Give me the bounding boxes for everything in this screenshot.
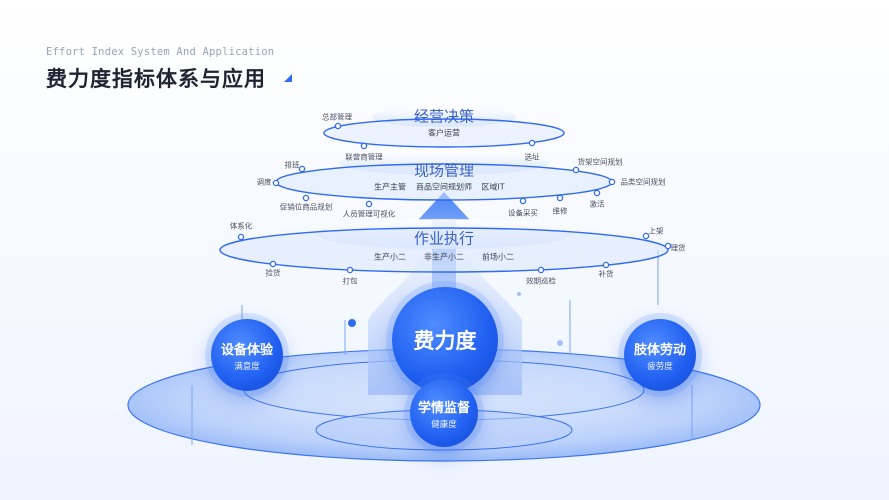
node-label: 效期巡检 xyxy=(526,276,556,286)
tier-mid-sub: 区域IT xyxy=(481,182,505,192)
deco-dot xyxy=(517,292,521,296)
tier-top-ring xyxy=(323,118,565,148)
tier-top-title: 经营决策 xyxy=(413,107,475,126)
node-label: 补货 xyxy=(598,269,614,279)
node-label: 设备采买 xyxy=(508,208,538,218)
bottom-bubble-sub: 健康度 xyxy=(431,418,457,429)
node-label: 维修 xyxy=(552,206,568,216)
node-dot xyxy=(365,200,373,208)
node-dot xyxy=(664,242,672,250)
deco-dot xyxy=(348,319,356,327)
tier-mid-title: 现场管理 xyxy=(413,161,475,180)
node-dot xyxy=(269,260,277,268)
node-label: 人员管理可视化 xyxy=(342,209,396,219)
node-label: 激活 xyxy=(589,199,605,209)
node-label: 理货 xyxy=(670,243,686,253)
node-label: 体系化 xyxy=(229,221,253,231)
node-dot xyxy=(528,139,536,147)
right-bubble-title: 肢体劳动 xyxy=(633,342,686,358)
node-label: 排班 xyxy=(284,160,300,170)
node-dot xyxy=(519,197,527,205)
node-label: 上架 xyxy=(648,226,664,236)
node-dot xyxy=(602,261,610,269)
left-bubble: 设备体验 满意度 xyxy=(211,319,283,391)
node-label: 促销位商品规划 xyxy=(279,202,333,212)
node-dot xyxy=(537,266,545,274)
page-title: 费力度指标体系与应用 xyxy=(46,68,266,91)
node-label: 货架空间规划 xyxy=(577,157,623,167)
node-dot xyxy=(346,266,354,274)
node-dot xyxy=(642,232,650,240)
node-dot xyxy=(360,142,368,150)
node-dot xyxy=(334,122,342,130)
tier-low-sub: 生产小二 xyxy=(374,252,406,262)
node-dot xyxy=(593,189,601,197)
node-dot xyxy=(608,178,616,186)
tier-low-sub: 前场小二 xyxy=(482,252,514,262)
node-label: 总部管理 xyxy=(322,112,352,122)
right-bubble-sub: 疲劳度 xyxy=(647,360,673,371)
node-label: 品类空间规划 xyxy=(620,177,666,187)
bottom-bubble-title: 学情监督 xyxy=(417,400,470,416)
tier-low-sub: 非生产小二 xyxy=(424,252,464,262)
page-subtitle: Effort Index System And Application xyxy=(46,46,275,58)
tier-mid-sub: 生产主管 xyxy=(374,182,406,192)
node-dot xyxy=(572,166,580,174)
tier-low-title: 作业执行 xyxy=(413,229,475,248)
tier-low-ring xyxy=(219,227,669,273)
tier-mid-sub: 商品空间规划师 xyxy=(416,182,472,192)
right-bubble: 肢体劳动 疲劳度 xyxy=(624,319,696,391)
center-bubble-title: 费力度 xyxy=(413,328,477,353)
node-label: 调度 xyxy=(256,177,272,187)
node-label: 打包 xyxy=(342,276,358,286)
node-label: 选址 xyxy=(524,152,540,162)
bottom-bubble: 学情监督 健康度 xyxy=(410,379,478,447)
deco-dot xyxy=(557,340,563,346)
node-dot xyxy=(556,194,564,202)
left-bubble-title: 设备体验 xyxy=(220,342,273,358)
left-bubble-sub: 满意度 xyxy=(234,360,260,371)
node-dot xyxy=(237,233,245,241)
title-accent-icon xyxy=(284,74,292,82)
node-dot xyxy=(298,165,306,173)
node-dot xyxy=(302,194,310,202)
node-dot xyxy=(272,179,280,187)
node-label: 联营商管理 xyxy=(345,152,383,162)
tier-top-sub: 客户运营 xyxy=(428,128,460,138)
center-bubble: 费力度 xyxy=(392,287,498,393)
node-label: 捡货 xyxy=(265,268,281,278)
